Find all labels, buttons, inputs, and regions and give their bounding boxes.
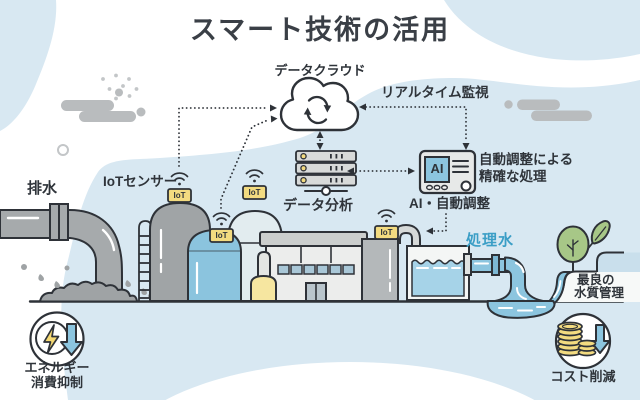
basin (406, 245, 470, 301)
line-ai-to-plant (432, 213, 447, 232)
data-cloud-label: データクラウド (274, 63, 366, 78)
line-sensor2-to-cloud (220, 119, 269, 209)
ai-screen-text: AI (430, 161, 444, 176)
iot-sensor-building (374, 209, 399, 240)
iot-tag-1: IoT (173, 191, 186, 200)
page-title: スマート技術の活用 (189, 15, 451, 45)
ai-auto-adjust-label: AI・自動調整 (409, 196, 490, 211)
building-tower (361, 238, 399, 302)
energy-label-line1: エネルギー (24, 360, 90, 375)
auto-adjust-note-line1: 自動調整による (479, 152, 574, 167)
waste-water-splash (21, 264, 152, 303)
iot-sensor-label: IoTセンサー (103, 174, 178, 189)
yellow-tank (250, 274, 277, 302)
iot-tag-2: IoT (215, 231, 228, 240)
stream-pool (486, 300, 556, 319)
arrowheads (270, 103, 470, 235)
quality-label-line1: 最良の (577, 273, 615, 287)
ai-panel-icon (418, 149, 477, 195)
iot-sensor-tank-pale (242, 169, 267, 200)
energy-label-line2: 消費抑制 (30, 375, 83, 390)
factory-building (259, 231, 368, 302)
cost-reduction-label: コスト削減 (550, 369, 616, 384)
outflow-pipe (463, 253, 546, 303)
decor-cloud-left (57, 73, 146, 156)
auto-adjust-note-line2: 精確な処理 (479, 169, 547, 184)
line-sensor1-to-cloud (178, 107, 269, 167)
data-cloud-icon (279, 76, 360, 132)
drain-pipe (0, 203, 123, 293)
iot-sensor-tank-gray (167, 172, 192, 203)
treated-water-label: 処理水 (466, 232, 515, 249)
decor-cloud-right (504, 99, 592, 121)
iot-sensor-tank-blue (209, 212, 234, 243)
iot-tag-3: IoT (248, 188, 261, 197)
cost-badge (554, 312, 612, 370)
energy-badge (29, 311, 85, 367)
drain-water-label: 排水 (27, 180, 58, 197)
realtime-monitoring-label: リアルタイム監視 (381, 85, 489, 100)
iot-tag-4: IoT (380, 228, 393, 237)
chimney (257, 250, 271, 279)
tree (556, 220, 611, 273)
lightning-icon (43, 324, 60, 354)
down-arrow-icon (60, 323, 83, 356)
quality-label-line2: 水質管理 (574, 286, 625, 300)
data-analysis-label: データ分析 (283, 197, 353, 213)
line-realtime (365, 106, 467, 143)
server-icon (295, 150, 357, 196)
sync-icon (303, 95, 332, 125)
